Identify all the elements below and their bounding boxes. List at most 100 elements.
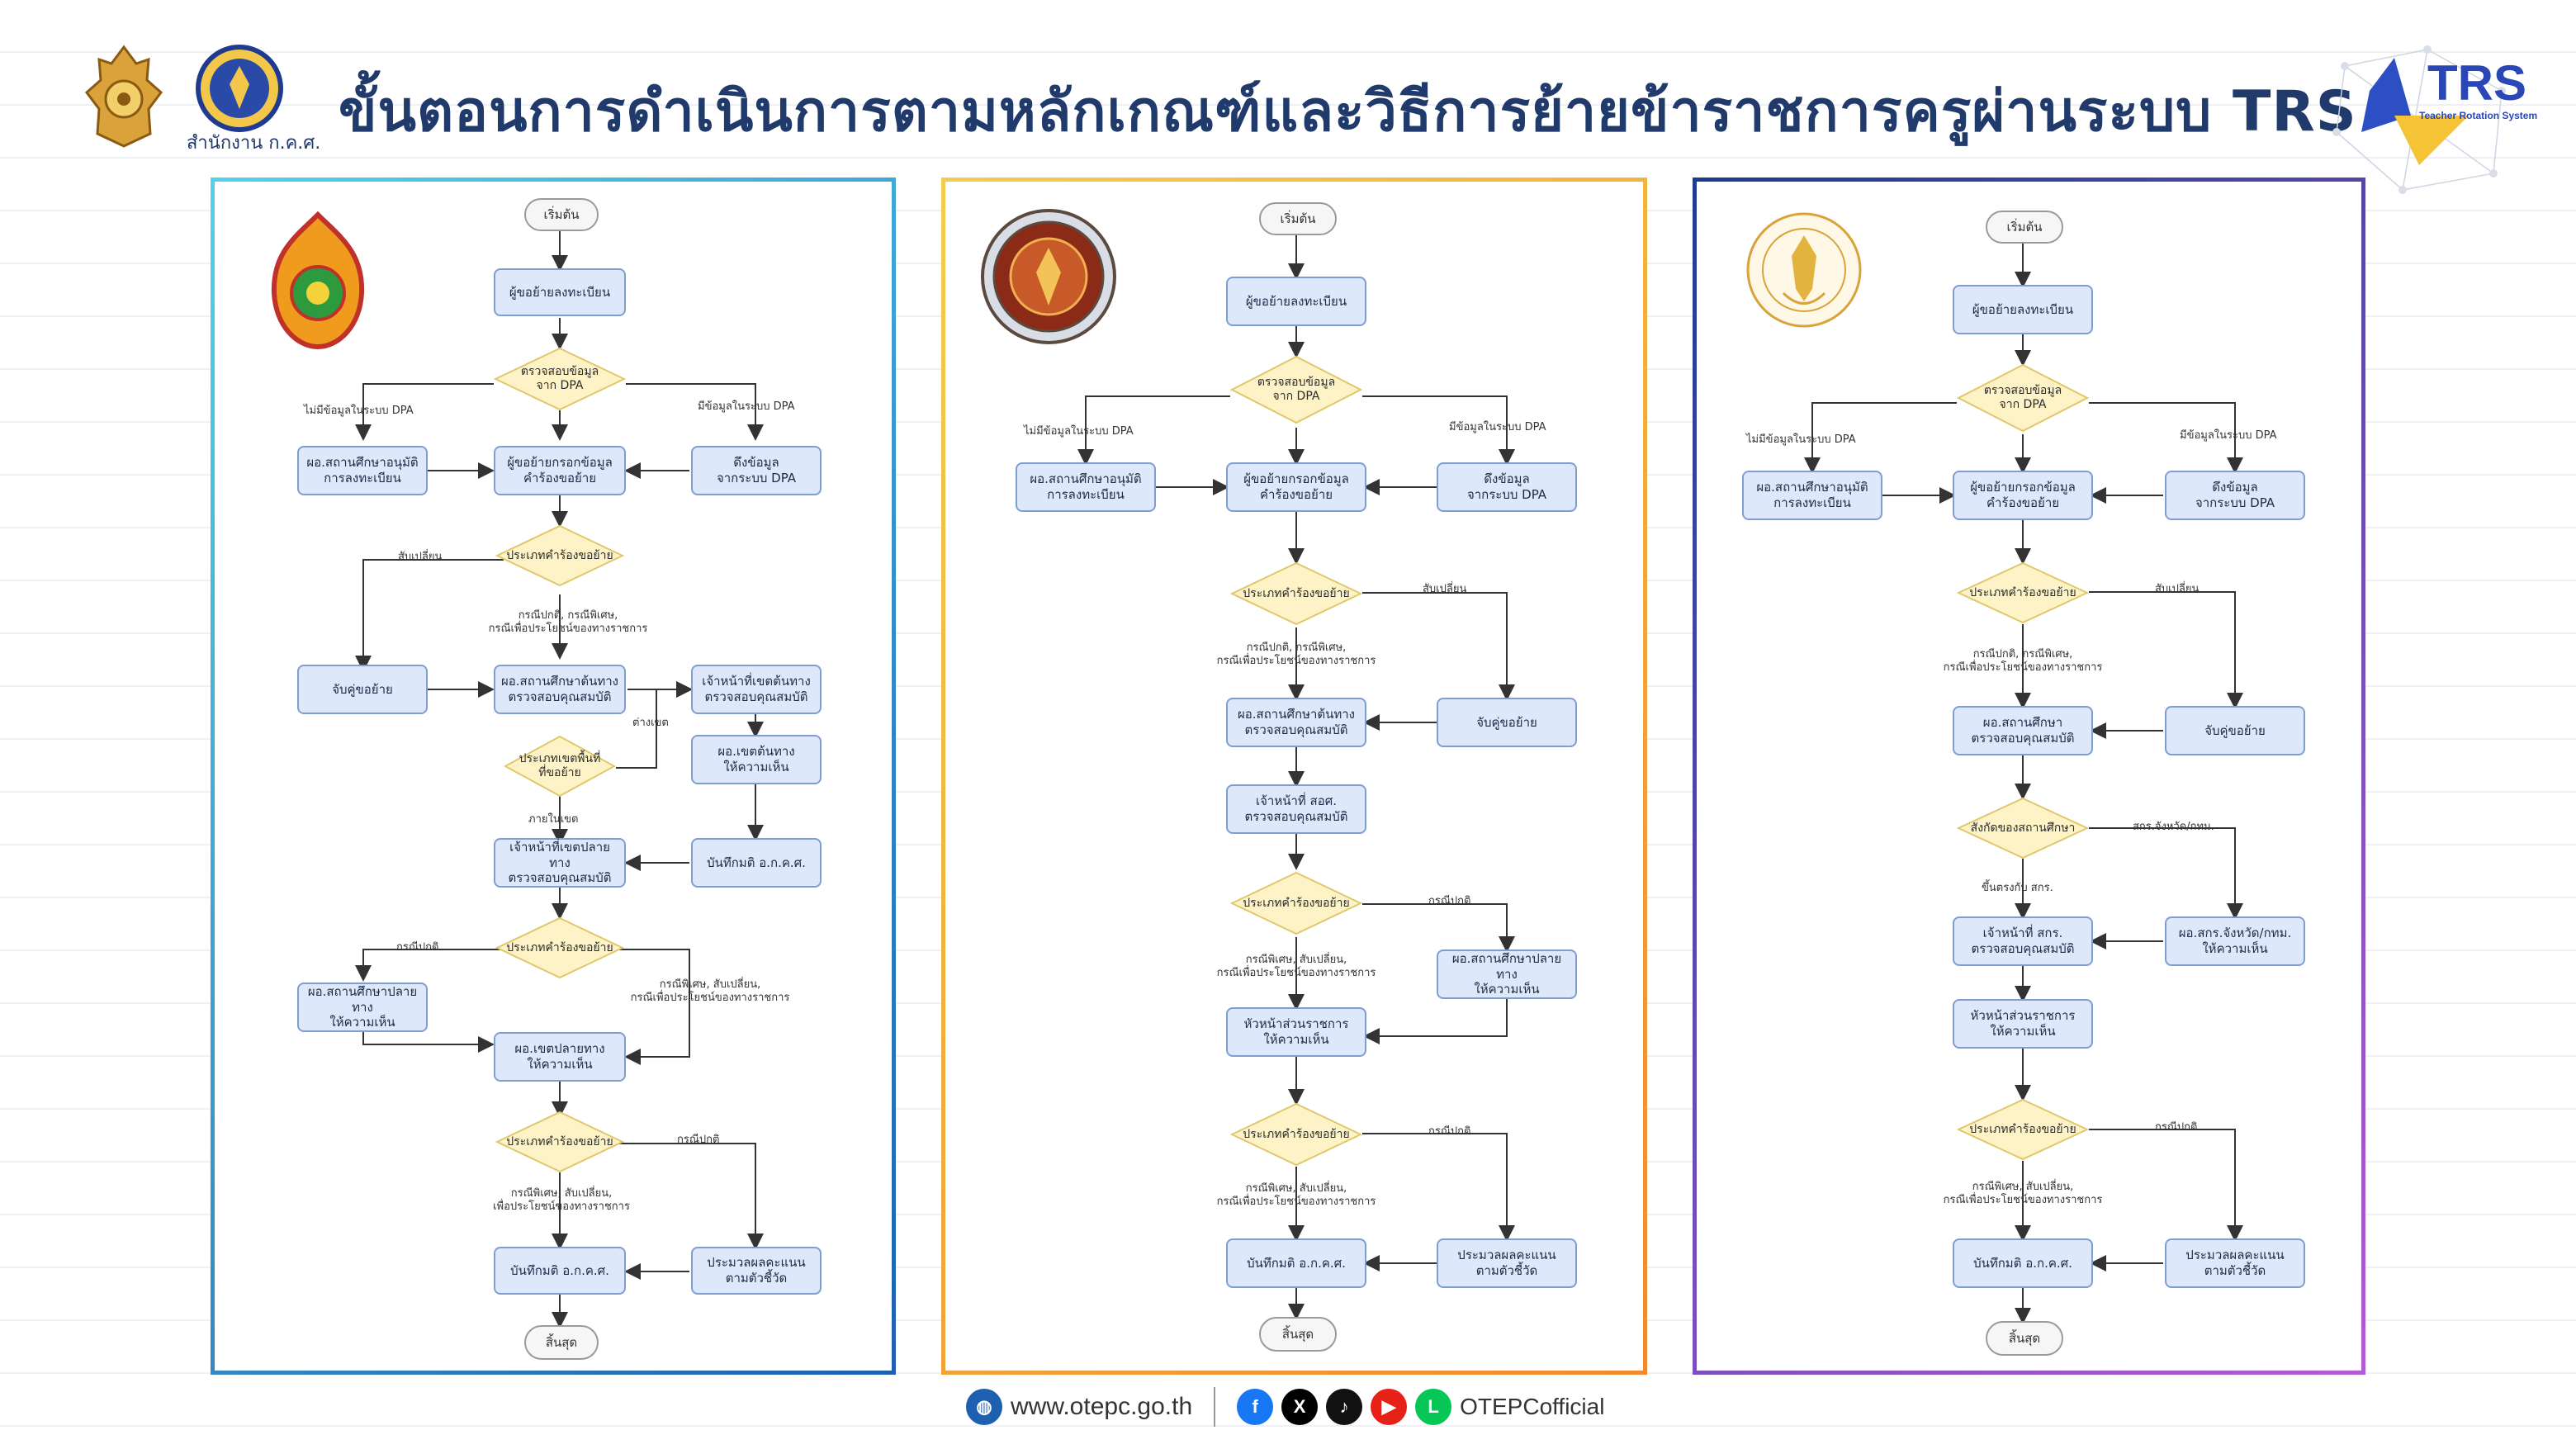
cases-label: กรณีปกติ, กรณีพิเศษ, กรณีเพื่อประโยชน์ขอ… [1943, 648, 2103, 675]
check-dpa-label: ตรวจสอบข้อมูล จาก DPA [520, 365, 599, 392]
diff-area-label: ต่างเขต [632, 717, 669, 729]
request-type3-decision: ประเภทคำร้องขอย้าย [495, 1110, 624, 1173]
check-dpa-decision: ตรวจสอบข้อมูล จาก DPA [1957, 363, 2089, 433]
agency-head-step: หัวหน้าส่วนราชการ ให้ความเห็น [1226, 1007, 1366, 1057]
area-type-decision: ประเภทเขตพื้นที่ ที่ขอย้าย [504, 735, 616, 798]
decision-diamond-shape [1230, 1102, 1362, 1167]
swap-label: สับเปลี่ยน [1423, 583, 1467, 595]
score-step: ประมวลผลคะแนน ตามตัวชี้วัด [691, 1247, 822, 1295]
officer-step: เจ้าหน้าที่ สกร. ตรวจสอบคุณสมบัติ [1953, 916, 2093, 966]
provincial-director-step: ผอ.สกร.จังหวัด/กทม. ให้ความเห็น [2165, 916, 2305, 966]
x-icon[interactable]: X [1281, 1389, 1319, 1425]
request-type2-decision: ประเภทคำร้องขอย้าย [1230, 871, 1362, 935]
fill-form-step: ผู้ขอย้ายกรอกข้อมูล คำร้องขอย้าย [494, 446, 626, 495]
affiliation-decision: สังกัดของสถานศึกษา [1957, 797, 2089, 859]
school-check-step: ผอ.สถานศึกษา ตรวจสอบคุณสมบัติ [1953, 706, 2093, 755]
trs-logo-subtitle: Teacher Rotation System [2419, 110, 2538, 121]
decision-diamond-shape [1957, 1098, 2089, 1161]
origin-area-director-step: ผอ.เขตต้นทาง ให้ความเห็น [691, 735, 822, 784]
normal-label: กรณีปกติ [396, 941, 439, 954]
match-step: จับคู่ขอย้าย [2165, 706, 2305, 755]
facebook-icon[interactable]: f [1237, 1389, 1274, 1425]
end-node: สิ้นสุด [1986, 1321, 2063, 1356]
footer-divider [1214, 1387, 1216, 1427]
decision-diamond-shape [495, 1110, 624, 1173]
score-step: ประมวลผลคะแนน ตามตัวชี้วัด [2165, 1238, 2305, 1288]
within-area-label: ภายในเขต [528, 813, 579, 826]
provincial-label: สกร.จังหวัด/กทม. [2133, 821, 2214, 833]
ovec-emblem-logo [981, 209, 1116, 344]
youtube-icon[interactable]: ▶ [1371, 1389, 1408, 1425]
cases-label: กรณีปกติ, กรณีพิเศษ, กรณีเพื่อประโยชน์ขอ… [488, 609, 648, 636]
trs-logo-text: TRS [2427, 55, 2526, 111]
trs-logo-network-graphic [2332, 45, 2506, 194]
origin-school-step: ผอ.สถานศึกษาต้นทาง ตรวจสอบคุณสมบัติ [1226, 698, 1366, 747]
has-dpa-label: มีข้อมูลในระบบ DPA [698, 400, 795, 413]
fill-form-step: ผู้ขอย้ายกรอกข้อมูล คำร้องขอย้าย [1953, 471, 2093, 520]
cases-label: กรณีปกติ, กรณีพิเศษ, กรณีเพื่อประโยชน์ขอ… [1216, 642, 1376, 668]
register-step: ผู้ขอย้ายลงทะเบียน [1953, 285, 2093, 334]
area-type-label: ประเภทเขตพื้นที่ ที่ขอย้าย [519, 752, 601, 779]
record-committee-step: บันทึกมติ อ.ก.ค.ศ. [1953, 1238, 2093, 1288]
flowchart-panel-ovec: เริ่มต้น ผู้ขอย้ายลงทะเบียน ตรวจสอบข้อมู… [941, 178, 1647, 1375]
request-type-label: ประเภทคำร้องขอย้าย [506, 548, 613, 562]
decision-diamond-shape [495, 524, 624, 587]
website-link[interactable]: www.otepc.go.th [1011, 1393, 1193, 1420]
decision-diamond-shape [1957, 363, 2089, 433]
panel1-connectors [355, 231, 764, 1328]
request-type2-decision: ประเภทคำร้องขอย้าย [1957, 1098, 2089, 1161]
otepc-seal-logo [196, 45, 283, 132]
officer-step: เจ้าหน้าที่ สอศ. ตรวจสอบคุณสมบัติ [1226, 784, 1366, 834]
obec-emblem-logo [271, 211, 365, 350]
no-dpa-label: ไม่มีข้อมูลในระบบ DPA [1746, 433, 1856, 446]
request-type3-label: ประเภทคำร้องขอย้าย [1243, 1127, 1350, 1141]
decision-diamond-shape [504, 735, 616, 798]
request-type3-label: ประเภทคำร้องขอย้าย [506, 1134, 613, 1148]
decision-diamond-shape [1230, 561, 1362, 626]
decision-diamond-shape [1230, 871, 1362, 935]
approve-register-step: ผอ.สถานศึกษาอนุมัติ การลงทะเบียน [297, 446, 428, 495]
swap-label: สับเปลี่ยน [398, 551, 443, 563]
decision-diamond-shape [1230, 355, 1362, 424]
record-committee2-step: บันทึกมติ อ.ก.ค.ศ. [494, 1247, 626, 1295]
no-dpa-label: ไม่มีข้อมูลในระบบ DPA [304, 405, 414, 417]
decision-diamond-shape [1957, 797, 2089, 859]
dle-emblem-logo [1746, 212, 1862, 328]
org-caption: สำนักงาน ก.ค.ศ. [187, 133, 321, 154]
decision-diamond-shape [1957, 561, 2089, 624]
tiktok-icon[interactable]: ♪ [1326, 1389, 1363, 1425]
no-dpa-label: ไม่มีข้อมูลในระบบ DPA [1024, 425, 1134, 438]
request-type-label: ประเภทคำร้องขอย้าย [1969, 585, 2076, 599]
special-cases-label: กรณีพิเศษ, สับเปลี่ยน, กรณีเพื่อประโยชน์… [630, 978, 790, 1005]
special-cases2-label: กรณีพิเศษ, สับเปลี่ยน, กรณีเพื่อประโยชน์… [1216, 1182, 1376, 1209]
request-type2-decision: ประเภทคำร้องขอย้าย [495, 916, 624, 979]
globe-icon: ◍ [966, 1389, 1002, 1425]
register-step: ผู้ขอย้ายลงทะเบียน [494, 268, 626, 316]
origin-area-officer-step: เจ้าหน้าที่เขตต้นทาง ตรวจสอบคุณสมบัติ [691, 665, 822, 714]
fill-form-step: ผู้ขอย้ายกรอกข้อมูล คำร้องขอย้าย [1226, 462, 1366, 512]
swap-label: สับเปลี่ยน [2155, 583, 2200, 595]
start-node: เริ่มต้น [1986, 211, 2063, 244]
request-type-decision: ประเภทคำร้องขอย้าย [1230, 561, 1362, 626]
request-type-label: ประเภทคำร้องขอย้าย [1243, 586, 1350, 600]
social-handle[interactable]: OTEPCofficial [1460, 1394, 1605, 1419]
special-cases2-label: กรณีพิเศษ, สับเปลี่ยน, เพื่อประโยชน์ของท… [493, 1187, 630, 1214]
request-type-decision: ประเภทคำร้องขอย้าย [1957, 561, 2089, 624]
approve-register-step: ผอ.สถานศึกษาอนุมัติ การลงทะเบียน [1742, 471, 1882, 520]
panel2-connectors [1077, 235, 1515, 1320]
request-type2-label: ประเภทคำร้องขอย้าย [1243, 896, 1350, 910]
line-icon[interactable]: L [1415, 1389, 1452, 1425]
record-committee-step: บันทึกมติ อ.ก.ค.ศ. [1226, 1238, 1366, 1288]
normal2-label: กรณีปกติ [677, 1134, 720, 1146]
end-node: สิ้นสุด [524, 1325, 599, 1360]
pull-dpa-step: ดึงข้อมูล จากระบบ DPA [691, 446, 822, 495]
start-node: เริ่มต้น [524, 198, 599, 231]
flowchart-panel-dle: เริ่มต้น ผู้ขอย้ายลงทะเบียน ตรวจสอบข้อมู… [1693, 178, 2365, 1375]
normal-label: กรณีปกติ [2155, 1121, 2198, 1134]
check-dpa-label: ตรวจสอบข้อมูล จาก DPA [1983, 384, 2062, 411]
agency-head-step: หัวหน้าส่วนราชการ ให้ความเห็น [1953, 999, 2093, 1049]
score-step: ประมวลผลคะแนน ตามตัวชี้วัด [1437, 1238, 1577, 1288]
check-dpa-decision: ตรวจสอบข้อมูล จาก DPA [494, 347, 626, 411]
flowchart-panel-obec: เริ่มต้น ผู้ขอย้ายลงทะเบียน ตรวจสอบข้อมู… [211, 178, 896, 1375]
panel3-connectors [1804, 244, 2243, 1324]
